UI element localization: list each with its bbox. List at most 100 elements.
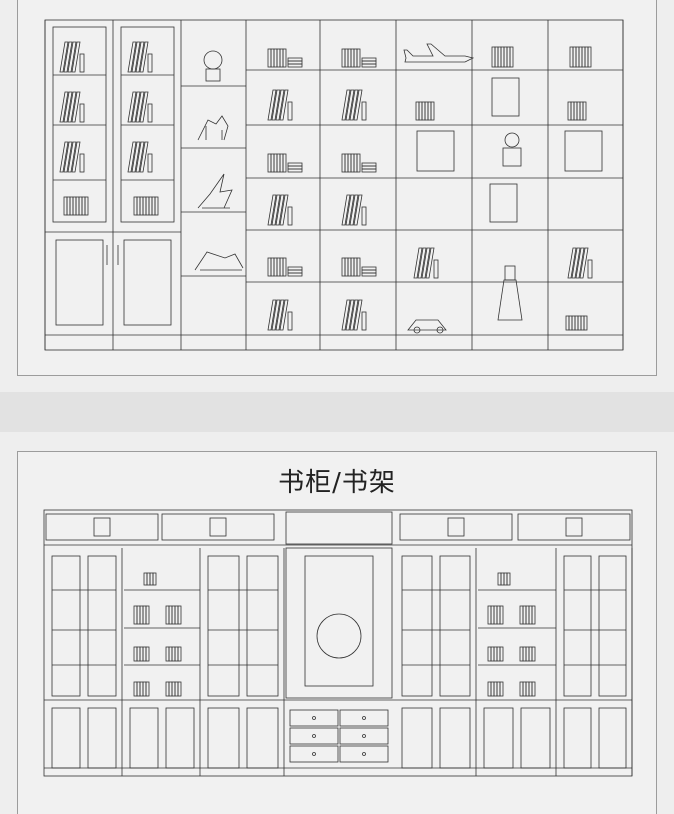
framed-art xyxy=(564,130,603,172)
cornice-panel xyxy=(45,513,159,541)
cornice-panel xyxy=(399,513,513,541)
shelf-books xyxy=(171,605,176,625)
shelf-books xyxy=(356,153,361,173)
framed-art xyxy=(491,77,520,117)
carved-panel xyxy=(285,511,393,545)
knight-statue xyxy=(497,279,523,321)
book-stack xyxy=(361,162,377,167)
shelf-books xyxy=(353,299,363,331)
shelf-books xyxy=(279,89,289,121)
central-alcove xyxy=(285,547,393,699)
bookcase-drawing-top xyxy=(44,19,624,351)
shelf-books xyxy=(271,194,281,226)
cabinet-books xyxy=(59,91,69,123)
shelf-books xyxy=(349,89,359,121)
shelf-books xyxy=(497,572,502,586)
shelf-books xyxy=(413,247,423,279)
cabinet-books xyxy=(147,153,153,173)
lower-door xyxy=(563,707,592,769)
shelf-books xyxy=(430,101,435,121)
book-stack xyxy=(361,266,377,271)
shelf-books xyxy=(361,101,367,121)
shelf-books xyxy=(490,681,495,697)
shelf-books xyxy=(353,194,363,226)
shelf-books xyxy=(522,681,527,697)
shelf-books xyxy=(142,646,147,662)
shelf-books xyxy=(145,605,150,625)
shelf-books xyxy=(146,572,151,586)
shelf-books xyxy=(525,681,530,697)
airplane-model xyxy=(403,43,475,63)
drawer-knob xyxy=(362,716,366,720)
lower-door xyxy=(55,239,104,326)
shelf-books xyxy=(271,89,281,121)
cabinet-books xyxy=(127,91,137,123)
shelf-books xyxy=(496,681,501,697)
shelf-books xyxy=(282,48,287,68)
shelf-books xyxy=(133,646,138,662)
shelf-books xyxy=(506,572,511,586)
shelf-books xyxy=(433,259,439,279)
lower-door xyxy=(598,707,627,769)
cabinet-books xyxy=(79,153,85,173)
cabinet-books xyxy=(59,141,69,173)
cabinet-books xyxy=(63,41,73,73)
glass-door xyxy=(439,555,471,697)
shelf-books xyxy=(341,194,351,226)
shelf-books xyxy=(571,247,581,279)
shelf-books xyxy=(583,315,588,331)
shelf-books xyxy=(174,646,179,662)
car-wheel xyxy=(436,326,444,334)
cornice-panel xyxy=(517,513,631,541)
cabinet-books xyxy=(131,91,141,123)
cabinet-books xyxy=(71,41,81,73)
shelf-books xyxy=(349,194,359,226)
cabinet-books xyxy=(59,41,69,73)
drawer xyxy=(289,709,339,727)
shelf-books xyxy=(174,681,179,697)
lower-door xyxy=(520,707,551,769)
cabinet-books xyxy=(154,196,159,216)
cabinet-books xyxy=(135,41,145,73)
shelf-books xyxy=(582,101,587,121)
shelf-books xyxy=(177,681,182,697)
cabinet-books xyxy=(71,91,81,123)
book-stack xyxy=(287,57,303,62)
drawer-knob xyxy=(312,716,316,720)
cabinet-books xyxy=(139,91,149,123)
shelf-books xyxy=(267,299,277,331)
drawer xyxy=(289,727,339,745)
shelf-books xyxy=(275,89,285,121)
glass-door xyxy=(87,555,117,697)
shelf-books xyxy=(287,311,293,331)
pegasus-sculpture xyxy=(197,173,233,209)
cabinet-books xyxy=(139,41,149,73)
shelf-books xyxy=(142,605,147,625)
shelf-books xyxy=(361,206,367,226)
cabinet-books xyxy=(67,141,77,173)
shelf-books xyxy=(487,681,492,697)
shelf-books xyxy=(345,89,355,121)
shelf-books xyxy=(519,646,524,662)
shelf-books xyxy=(171,646,176,662)
shelf-books xyxy=(271,299,281,331)
shelf-books xyxy=(528,681,533,697)
lower-door xyxy=(165,707,195,769)
shelf-books xyxy=(528,605,533,625)
drawer xyxy=(339,709,389,727)
shelf-books xyxy=(509,46,514,68)
shelf-books xyxy=(133,681,138,697)
cabinet-books xyxy=(139,141,149,173)
shelf-books xyxy=(267,89,277,121)
cabinet-books xyxy=(127,141,137,173)
shelf-books xyxy=(287,206,293,226)
shelf-books xyxy=(579,247,589,279)
cabinet-books xyxy=(131,141,141,173)
drawer-knob xyxy=(362,752,366,756)
shelf-books xyxy=(356,48,361,68)
glass-door xyxy=(246,555,279,697)
glass-door xyxy=(120,26,175,223)
cabinet-books xyxy=(135,91,145,123)
bust-sculpture xyxy=(205,68,221,82)
cabinet-books xyxy=(147,53,153,73)
